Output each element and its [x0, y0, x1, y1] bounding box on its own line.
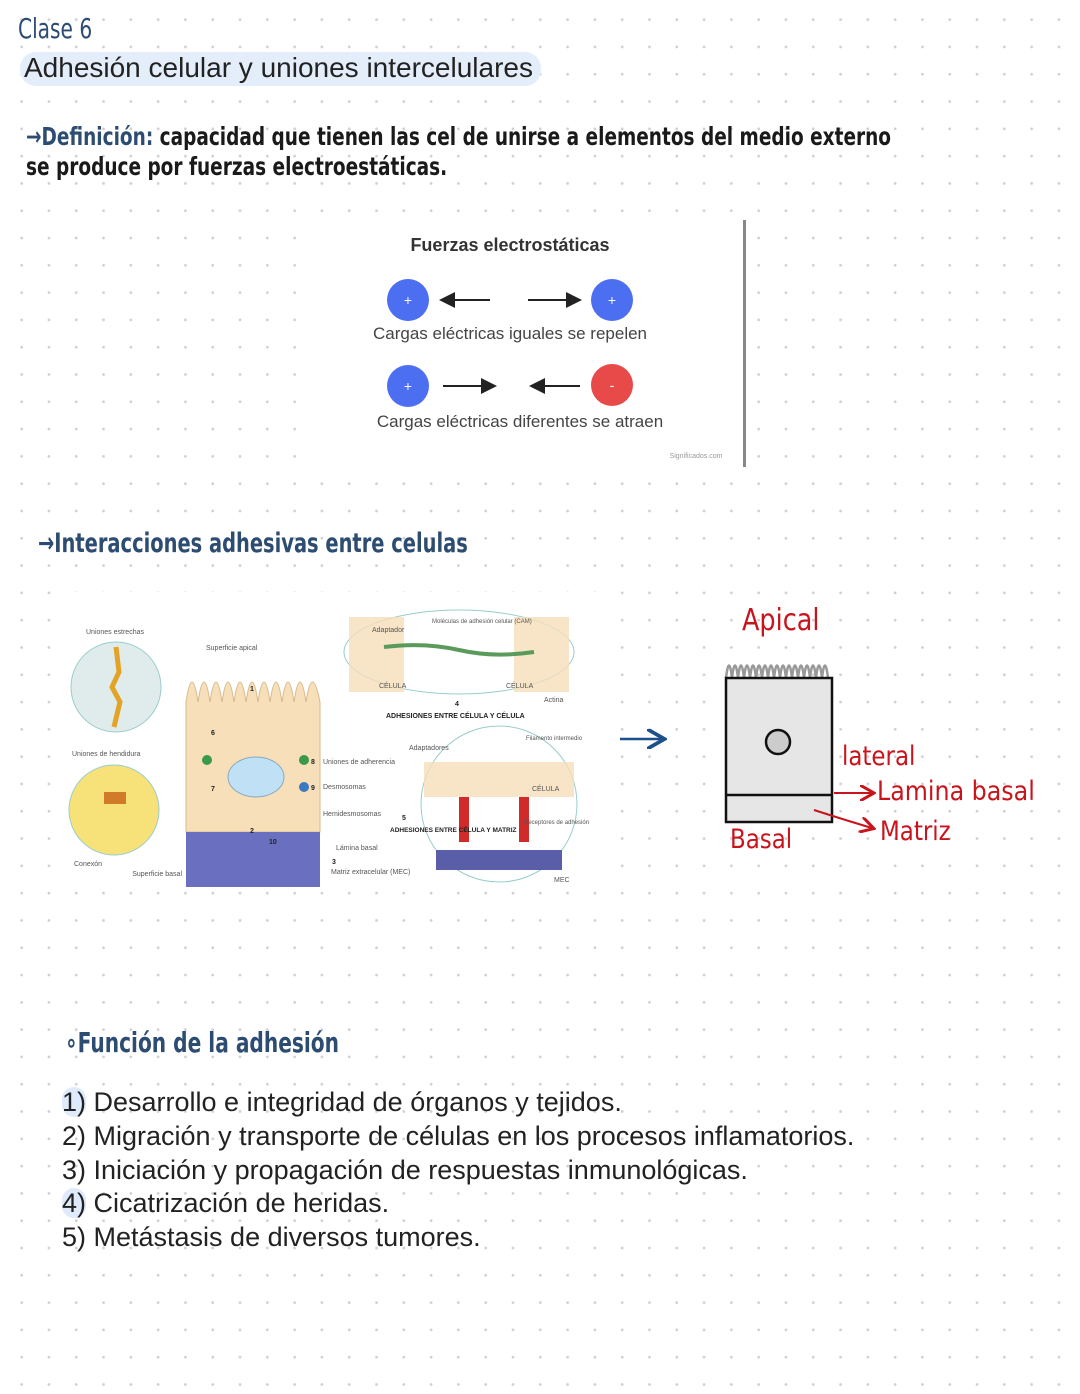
nucleus [227, 756, 285, 798]
label-tight-junctions: Uniones estrechas [86, 629, 144, 636]
marker-5: 5 [402, 815, 406, 822]
item-number: 2) [62, 1120, 87, 1151]
function-heading: ∘Función de la adhesión [65, 1026, 340, 1059]
microvilli [724, 664, 830, 679]
definition-line-2: se produce por fuerzas electroestáticas. [26, 152, 448, 181]
label-receptors: Receptores de adhesión [524, 820, 589, 826]
label-adaptor: Adaptador [372, 627, 405, 634]
attract-caption: Cargas eléctricas diferentes se atraen [377, 412, 663, 431]
marker-3: 3 [332, 859, 336, 866]
item-number: 3) [62, 1154, 87, 1185]
list-item: 1) Desarrollo e integridad de órganos y … [62, 1086, 854, 1120]
page-title: Adhesión celular y uniones intercelulare… [20, 52, 541, 86]
marker-8: 8 [311, 759, 315, 766]
list-item: 4) Cicatrización de heridas. [62, 1187, 854, 1221]
watermark: Significados.com [670, 453, 723, 460]
repel-row: + + Cargas eléctricas iguales se repelen [373, 279, 647, 343]
extracellular-matrix [186, 832, 320, 887]
positive-charge [387, 279, 429, 321]
label-adherens-junctions: Uniones de adherencia [323, 759, 395, 766]
marker-2: 2 [250, 828, 254, 835]
repel-caption: Cargas eléctricas iguales se repelen [373, 324, 647, 343]
definition-text: capacidad que tienen las cel de unirse a… [153, 122, 892, 151]
label-mec: MEC [554, 877, 570, 884]
label-cell: CÉLULA [506, 681, 534, 690]
label-cell: CÉLULA [379, 681, 407, 690]
negative-charge [591, 364, 633, 406]
item-text: Desarrollo e integridad de órganos y tej… [86, 1087, 622, 1117]
positive-charge [591, 279, 633, 321]
list-item: 3) Iniciación y propagación de respuesta… [62, 1154, 854, 1188]
marker-10: 10 [269, 839, 277, 846]
plus-sign: + [608, 292, 616, 308]
interactions-heading: →Interacciones adhesivas entre celulas [38, 528, 468, 559]
label-cell: CÉLULA [532, 784, 560, 793]
tight-junction-zoom [70, 641, 162, 733]
positive-charge [387, 365, 429, 407]
minus-sign: - [610, 377, 615, 393]
label-apical-surface: Superficie apical [206, 645, 258, 652]
arrow-right-icon [813, 809, 872, 828]
cell-sketch: Apical lateral Lamina basal Matriz Basal [610, 590, 1050, 860]
item-number: 1) [62, 1087, 87, 1117]
marker-6: 6 [211, 730, 215, 737]
label-desmosomes: Desmosomas [323, 784, 366, 791]
label-cam: Moléculas de adhesión celular (CAM) [432, 619, 532, 625]
label-cell-cell-adhesions: ADHESIONES ENTRE CÉLULA Y CÉLULA [386, 711, 525, 720]
marker-7: 7 [211, 786, 215, 793]
marker-4: 4 [455, 701, 459, 708]
label-basal-lamina: Lámina basal [336, 845, 378, 852]
item-text: Migración y transporte de células en los… [86, 1120, 855, 1151]
label-cell-matrix-adhesions: ADHESIONES ENTRE CÉLULA Y MATRIZ [390, 825, 517, 834]
marker-1: 1 [250, 686, 254, 693]
plus-sign: + [404, 378, 412, 394]
label-lateral: lateral [842, 740, 915, 771]
item-text: Iniciación y propagación de respuestas i… [86, 1154, 748, 1185]
label-apical: Apical [742, 602, 819, 638]
item-number: 5) [62, 1222, 87, 1253]
function-list: 1) Desarrollo e integridad de órganos y … [62, 1086, 854, 1255]
label-connexon: Conexón [74, 861, 102, 868]
item-text: Cicatrización de heridas. [86, 1188, 390, 1219]
label-hemidesmosomes: Hemidesmosomas [323, 811, 381, 818]
class-label: Clase 6 [18, 12, 93, 45]
label-matriz: Matriz [880, 815, 951, 846]
figure-title: Fuerzas electrostáticas [410, 235, 609, 255]
label-adaptors: Adaptadores [409, 745, 449, 752]
attract-row: + - Cargas eléctricas diferentes se atra… [377, 364, 663, 431]
gap-junction-zoom [68, 764, 160, 856]
item-text: Metástasis de diversos tumores. [86, 1222, 481, 1253]
label-lamina-basal: Lamina basal [877, 775, 1035, 807]
label-intermediate-filament: Filamento intermedio [526, 736, 583, 742]
marker-9: 9 [311, 785, 315, 792]
label-gap-junctions: Uniones de hendidura [72, 751, 141, 758]
list-item: 5) Metástasis de diversos tumores. [62, 1221, 854, 1255]
item-number: 4) [62, 1188, 87, 1219]
list-item: 2) Migración y transporte de células en … [62, 1120, 854, 1154]
cell-adhesion-figure: Uniones estrechas Uniones de hendidura C… [64, 592, 604, 890]
label-actin: Actina [544, 697, 564, 704]
label-basal-surface: Superficie basal [132, 871, 182, 878]
plus-sign: + [404, 292, 412, 308]
nucleus [764, 728, 792, 756]
label-ecm: Matriz extracelular (MEC) [331, 869, 410, 876]
label-basal: Basal [730, 823, 792, 854]
definition-label: →Definición: [26, 122, 154, 151]
definition-line-1: →Definición: capacidad que tienen las ce… [26, 122, 891, 151]
electrostatic-figure: Fuerzas electrostáticas + + Cargas eléct… [298, 220, 746, 467]
